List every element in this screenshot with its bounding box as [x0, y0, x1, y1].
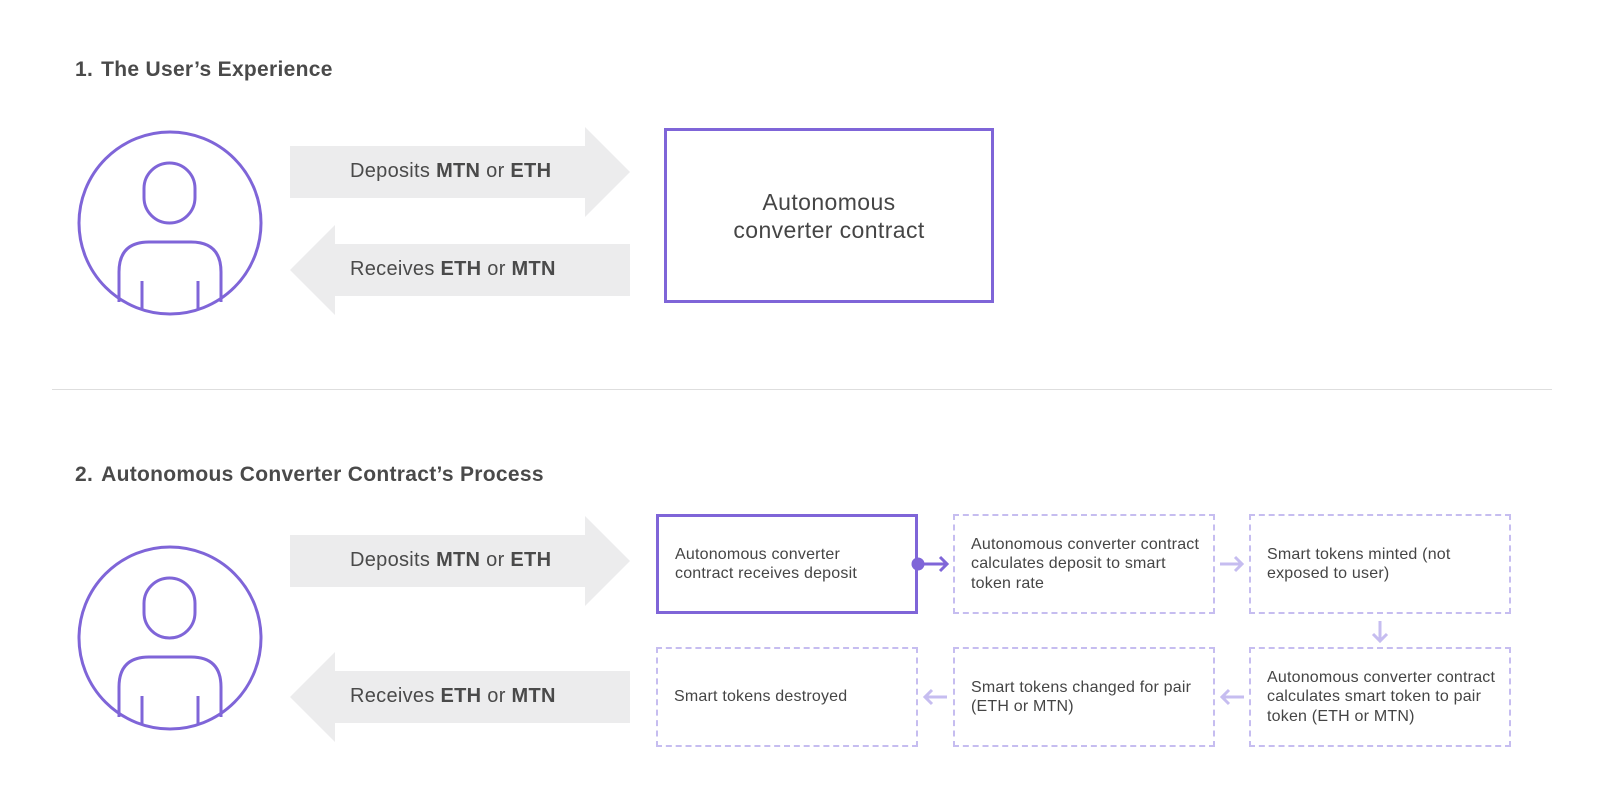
step-tokens-destroyed: Smart tokens destroyed: [656, 647, 918, 747]
section-2-title: Autonomous Converter Contract’s Process: [101, 463, 544, 486]
step-label: Autonomous converter contract calculates…: [971, 535, 1200, 592]
section-2-number: 2.: [75, 463, 94, 486]
right-arrow: [290, 127, 630, 217]
section-1-heading: 1. The User’s Experience: [75, 58, 333, 82]
step-tokens-minted: Smart tokens minted (not exposed to user…: [1249, 514, 1511, 614]
flow-arrow-down: [1371, 621, 1389, 644]
section-1-number: 1.: [75, 58, 94, 81]
left-arrow: [290, 225, 630, 315]
step-label: Autonomous converter contract receives d…: [675, 545, 857, 583]
receive-arrow-label: Receives ETH or MTN: [350, 258, 556, 280]
step-tokens-changed: Smart tokens changed for pair (ETH or MT…: [953, 647, 1215, 747]
left-arrow: [290, 652, 630, 742]
flow-arrow-right: [1220, 555, 1245, 573]
step-calculates-pair: Autonomous converter contract calculates…: [1249, 647, 1511, 747]
user-icon: [77, 130, 263, 316]
section-2-heading: 2. Autonomous Converter Contract’s Proces…: [75, 463, 544, 487]
right-arrow: [290, 516, 630, 606]
receive-arrow-label: Receives ETH or MTN: [350, 685, 556, 707]
user-icon: [77, 545, 263, 731]
step-label: Smart tokens minted (not exposed to user…: [1267, 545, 1451, 583]
section-divider: [52, 389, 1552, 390]
section-1-title: The User’s Experience: [101, 58, 333, 81]
step-label: Autonomous converter contract calculates…: [1267, 668, 1496, 725]
flow-arrow-left: [1219, 688, 1244, 706]
flow-arrow-left: [922, 688, 947, 706]
flow-arrow-solid: [911, 555, 950, 573]
deposit-arrow-label: Deposits MTN or ETH: [350, 160, 552, 182]
contract-box-label: Autonomous converter contract: [733, 188, 925, 243]
step-calculates-rate: Autonomous converter contract calculates…: [953, 514, 1215, 614]
step-label: Smart tokens changed for pair (ETH or MT…: [971, 678, 1192, 716]
step-label: Smart tokens destroyed: [674, 688, 848, 706]
contract-box: Autonomous converter contract: [664, 128, 994, 303]
deposit-arrow-label: Deposits MTN or ETH: [350, 549, 552, 571]
